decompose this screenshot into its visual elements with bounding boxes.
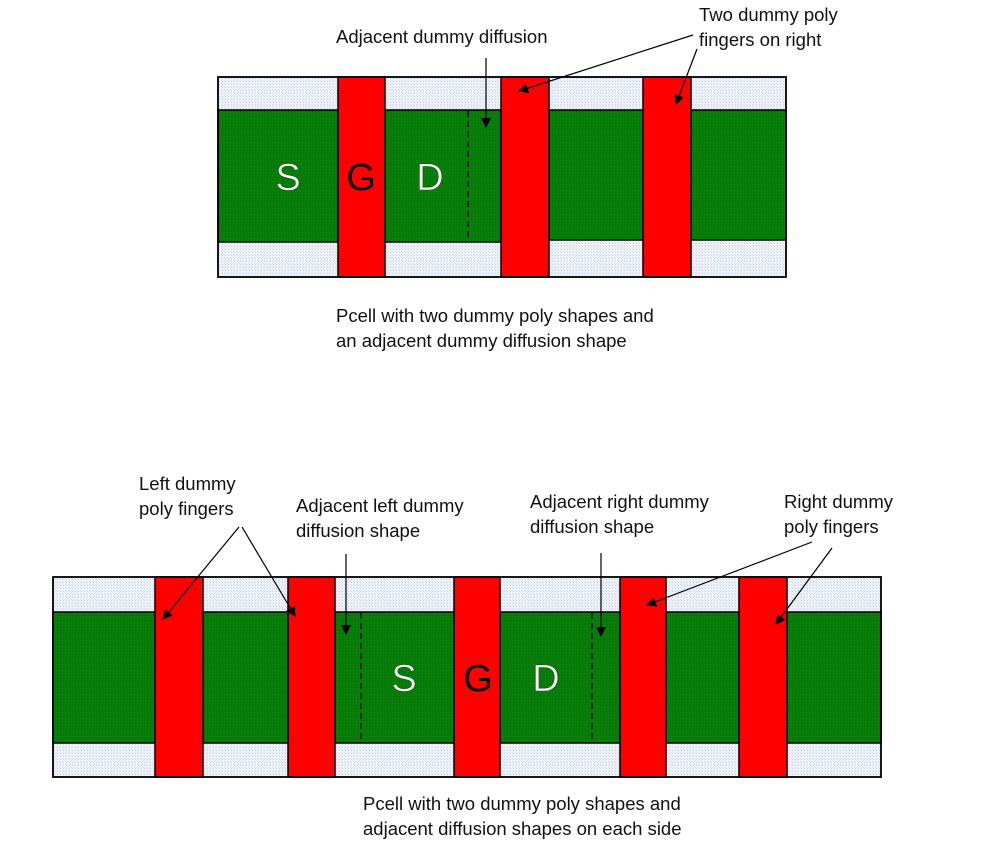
top-pcell-diagram: S G D Adjacent dummy diffusion Two dummy… — [217, 4, 839, 351]
drain-terminal-label: D — [532, 658, 559, 700]
arrow-to-dummy-poly-right-2 — [674, 48, 698, 105]
caption-top-line1: Pcell with two dummy poly shapes and — [336, 305, 654, 326]
dummy-poly-finger-right-1 — [619, 576, 667, 778]
caption-top-line2: an adjacent dummy diffusion shape — [336, 330, 627, 351]
annotation-adjacent-left-diffusion-line2: diffusion shape — [296, 520, 420, 541]
drain-terminal-label: D — [416, 157, 443, 199]
pcell-outline — [52, 576, 882, 778]
dummy-poly-finger-right-1 — [500, 76, 550, 278]
caption-bottom-line1: Pcell with two dummy poly shapes and — [363, 793, 681, 814]
dummy-poly-finger-left-2 — [287, 576, 336, 778]
arrow-to-dummy-poly-right-1 — [646, 541, 813, 607]
arrow-to-dummy-poly-left-1 — [162, 526, 240, 620]
annotation-two-dummy-poly-line2: fingers on right — [699, 29, 821, 50]
dummy-poly-finger-left-1 — [154, 576, 204, 778]
annotation-adjacent-left-diffusion-line1: Adjacent left dummy — [296, 495, 464, 516]
annotation-adjacent-dummy-diffusion: Adjacent dummy diffusion — [336, 26, 548, 47]
pcell-outline — [217, 76, 787, 278]
dummy-poly-finger-right-2 — [738, 576, 788, 778]
gate-terminal-label: G — [346, 157, 376, 199]
annotation-left-dummy-poly-line1: Left dummy — [139, 473, 236, 494]
source-terminal-label: S — [275, 157, 300, 199]
annotation-right-dummy-poly-line2: poly fingers — [784, 516, 879, 537]
dummy-poly-finger-right-2 — [642, 76, 692, 278]
annotation-adjacent-right-diffusion-line2: diffusion shape — [530, 516, 654, 537]
arrow-to-dummy-poly-right-1 — [518, 34, 694, 94]
bottom-pcell-diagram: S G D Left dummy poly fingers Adjacent l… — [52, 473, 894, 839]
annotation-two-dummy-poly-line1: Two dummy poly — [699, 4, 839, 25]
source-terminal-label: S — [391, 658, 416, 700]
annotation-right-dummy-poly-line1: Right dummy — [784, 491, 894, 512]
arrow-to-dummy-poly-right-2 — [775, 547, 833, 625]
caption-bottom-line2: adjacent diffusion shapes on each side — [363, 818, 682, 839]
arrow-to-dummy-poly-left-2 — [241, 526, 296, 617]
annotation-adjacent-right-diffusion-line1: Adjacent right dummy — [530, 491, 710, 512]
gate-terminal-label: G — [463, 658, 493, 700]
annotation-left-dummy-poly-line2: poly fingers — [139, 498, 234, 519]
